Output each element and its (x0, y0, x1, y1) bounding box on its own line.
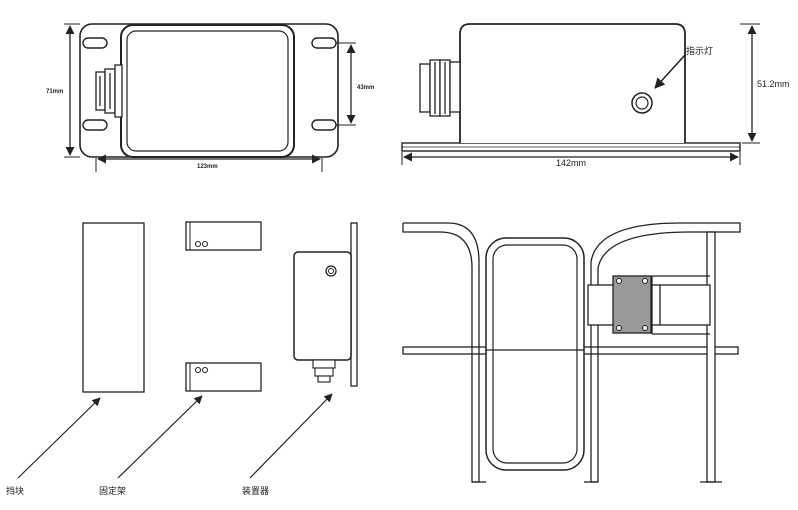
bracket-upper (185, 221, 262, 251)
dimension-label-43: 43mm (357, 85, 374, 91)
device-arrow (249, 393, 333, 479)
gate-frame-outer (485, 237, 585, 471)
top-rail (402, 223, 440, 233)
dimension-label-51: 51.2mm (757, 79, 790, 89)
indicator-arrow (654, 54, 686, 89)
indicator-label: 指示灯 (686, 45, 713, 57)
device-cable-gland (312, 359, 336, 383)
enclosure-lid (126, 30, 289, 152)
stopper-block (82, 222, 145, 393)
dimension-label-123: 123mm (197, 164, 218, 170)
bracket-arrow (117, 395, 203, 479)
side-view (401, 23, 760, 165)
housing (459, 23, 686, 143)
indicator-light-icon (631, 92, 653, 114)
device-label: 装置器 (242, 485, 269, 497)
gate-frame-inner (492, 244, 578, 464)
device-housing (293, 251, 352, 361)
dimension-label-71: 71mm (46, 89, 63, 95)
bracket-label: 固定架 (99, 485, 126, 497)
mounting-slot (82, 119, 108, 131)
mounted-device (612, 275, 652, 334)
cable-gland (419, 59, 461, 117)
installation-view (402, 222, 741, 483)
cable-gland (95, 64, 123, 118)
top-view (64, 23, 356, 172)
stopper-label: 挡块 (6, 485, 24, 497)
dimension-label-142: 142mm (556, 158, 586, 168)
device-plate (350, 222, 358, 387)
components-view (17, 221, 358, 479)
device-indicator-icon (325, 265, 337, 277)
stopper-arrow (17, 397, 101, 479)
enclosure-body (120, 24, 295, 158)
mounting-slot (82, 37, 108, 49)
right-post (706, 231, 716, 483)
